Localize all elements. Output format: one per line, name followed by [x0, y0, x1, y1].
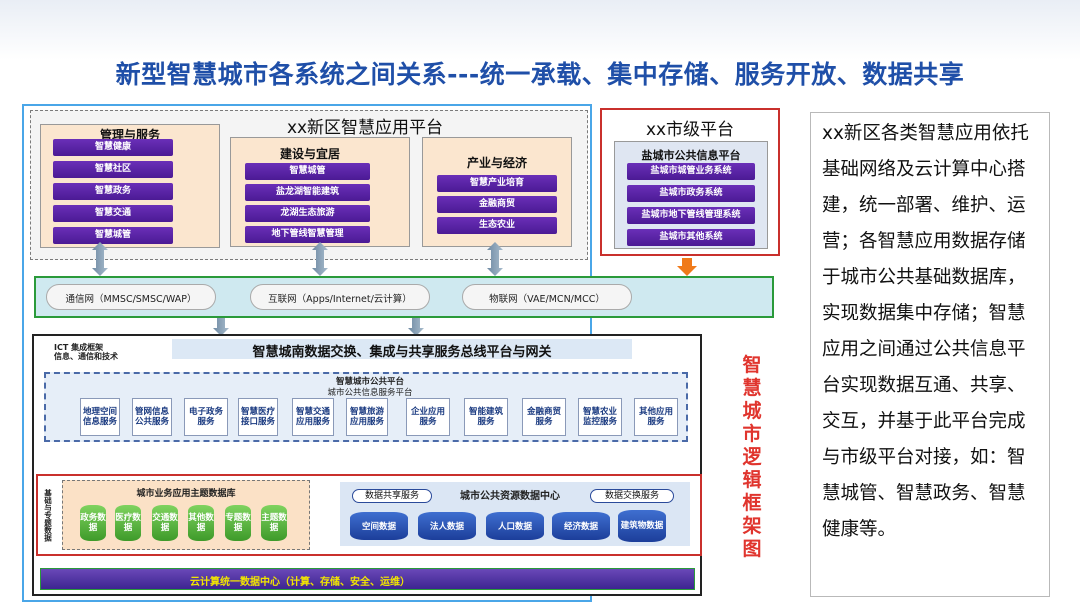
ict-label-line1: ICT 集成框架 [54, 343, 104, 352]
core-db: 建筑物数据 [618, 510, 666, 542]
city-platform-subtitle: 盐城市公共信息平台 [641, 149, 741, 162]
app-item: 生态农业 [437, 217, 557, 234]
thematic-db-title: 城市业务应用主题数据库 [136, 489, 236, 499]
app-platform-title: xx新区智慧应用平台 [286, 118, 444, 138]
header-background [0, 0, 1080, 60]
city-platform-title: xx市级平台 [645, 120, 735, 140]
vertical-label: 智慧城市逻辑框架图 [740, 354, 764, 561]
vertical-label-text: 智慧城市逻辑框架图 [742, 354, 762, 560]
network-cloud [250, 284, 430, 310]
app-item: 地下管线智慧管理 [245, 226, 370, 243]
network-cloud [46, 284, 216, 310]
service-card: 智慧交通应用服务 [292, 398, 334, 436]
thematic-db: 政务数据 [80, 505, 106, 541]
app-item: 金融商贸 [437, 196, 557, 213]
page-title: 新型智慧城市各系统之间关系---统一承载、集中存储、服务开放、数据共享 [115, 60, 965, 89]
group-management-label: 管理与服务 [99, 128, 160, 142]
thematic-db: 专题数据 [225, 505, 251, 541]
core-db: 法人数据 [418, 512, 476, 540]
side-text-panel [810, 112, 1050, 597]
network-iot-label: 物联网（VAE/MCN/MCC） [489, 294, 605, 305]
city-item: 盐城市其他系统 [627, 229, 755, 246]
service-card: 智能建筑服务 [464, 398, 508, 436]
ict-label-line2: 信息、通信和技术 [54, 352, 118, 361]
app-item: 智慧健康 [53, 139, 173, 156]
core-db: 空间数据 [350, 512, 408, 540]
app-item: 智慧政务 [53, 183, 173, 200]
resource-center-title: 城市公共资源数据中心 [460, 491, 560, 502]
service-card: 智慧农业监控服务 [578, 398, 622, 436]
service-card: 智慧旅游应用服务 [346, 398, 388, 436]
thematic-db: 主题数据 [261, 505, 287, 541]
public-platform-label: 智慧城市公共平台 [335, 377, 404, 387]
exchange-service-pill: 数据交换服务 [590, 489, 674, 503]
network-internet-label: 互联网（Apps/Internet/云计算） [268, 294, 412, 305]
core-db: 人口数据 [486, 512, 544, 540]
city-item: 盐城市政务系统 [627, 185, 755, 202]
service-platform-label: 城市公共信息服务平台 [327, 388, 413, 398]
city-item: 盐城市城管业务系统 [627, 163, 755, 180]
app-item: 龙湖生态旅游 [245, 205, 370, 222]
service-card: 电子政务服务 [184, 398, 228, 436]
thematic-db: 其他数据 [188, 505, 214, 541]
group-industry-label: 产业与经济 [466, 156, 527, 170]
service-card: 金融商贸服务 [522, 398, 566, 436]
service-card: 地理空间信息服务 [80, 398, 120, 436]
data-layer-side-label: 基础与专题数据 [40, 478, 56, 552]
core-db: 经济数据 [552, 512, 610, 540]
network-cloud [462, 284, 632, 310]
app-item: 智慧城管 [53, 227, 173, 244]
service-bus-title: 智慧城南数据交换、集成与共享服务总线平台与网关 [252, 345, 552, 360]
side-text: xx新区各类智慧应用依托基础网络及云计算中心搭建，统一部署、维护、运营；各智慧应… [822, 123, 1029, 540]
thematic-db: 交通数据 [152, 505, 178, 541]
cloud-center-label: 云计算统一数据中心（计算、存储、安全、运维） [190, 577, 410, 588]
app-item: 智慧产业培育 [437, 175, 557, 192]
group-construction-label: 建设与宜居 [279, 147, 340, 161]
app-item: 盐龙湖智能建筑 [245, 184, 370, 201]
service-card: 管网信息公共服务 [132, 398, 172, 436]
city-item: 盐城市地下管线管理系统 [627, 207, 755, 224]
share-service-pill: 数据共享服务 [352, 489, 432, 503]
network-telecom-label: 通信网（MMSC/SMSC/WAP） [65, 294, 197, 305]
service-card: 其他应用服务 [634, 398, 678, 436]
service-bus [172, 339, 632, 359]
service-card: 企业应用服务 [406, 398, 450, 436]
app-item: 智慧城管 [245, 163, 370, 180]
data-layer-side-text: 基础与专题数据 [43, 488, 53, 542]
thematic-db: 医疗数据 [115, 505, 141, 541]
service-card: 智慧医疗接口服务 [238, 398, 278, 436]
app-item: 智慧社区 [53, 161, 173, 178]
app-item: 智慧交通 [53, 205, 173, 222]
cloud-center-bar [40, 568, 695, 590]
